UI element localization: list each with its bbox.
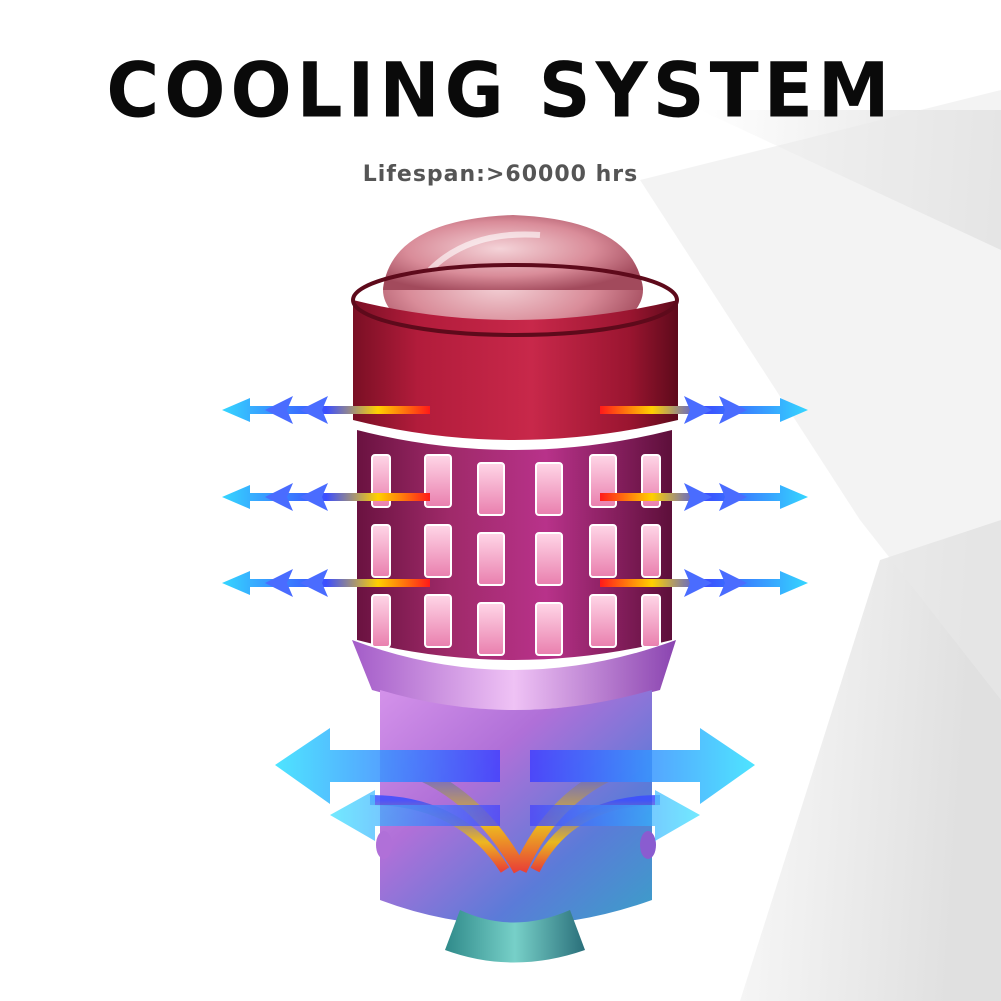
cooling-arrow-icon (265, 396, 293, 424)
cooling-arrow-icon (300, 396, 328, 424)
led-chip (477, 602, 505, 656)
cooling-arrow-icon (265, 569, 293, 597)
led-chip (424, 524, 452, 578)
cooling-arrow-icon (300, 483, 328, 511)
cooling-arrow-icon (719, 569, 747, 597)
led-chips (371, 454, 661, 656)
page-title: COOLING SYSTEM (106, 45, 895, 135)
led-chip (424, 454, 452, 508)
cooling-arrow-icon (719, 483, 747, 511)
cooling-arrow-icon (265, 483, 293, 511)
cooling-arrow-icon (222, 398, 430, 422)
led-chip (424, 594, 452, 648)
led-chip (641, 594, 661, 648)
led-chip (477, 532, 505, 586)
led-chip (535, 602, 563, 656)
led-chip (589, 594, 617, 648)
cooling-arrow-icon (222, 571, 430, 595)
led-chip (371, 594, 391, 648)
cooling-arrow-icon (300, 569, 328, 597)
heat-flow-icon (275, 728, 755, 874)
led-chip (641, 524, 661, 578)
lifespan-subtitle: Lifespan:>60000 hrs (362, 162, 639, 187)
led-chip (535, 532, 563, 586)
led-chip (589, 524, 617, 578)
cooling-arrow-icon (684, 569, 712, 597)
cooling-arrow-icon (222, 396, 808, 597)
led-chip (371, 524, 391, 578)
cooling-arrow-icon (719, 396, 747, 424)
cooling-arrow-icon (684, 483, 712, 511)
led-chip (477, 462, 505, 516)
led-chip (535, 462, 563, 516)
cooling-arrow-icon (684, 396, 712, 424)
cooling-arrow-icon (222, 485, 430, 509)
